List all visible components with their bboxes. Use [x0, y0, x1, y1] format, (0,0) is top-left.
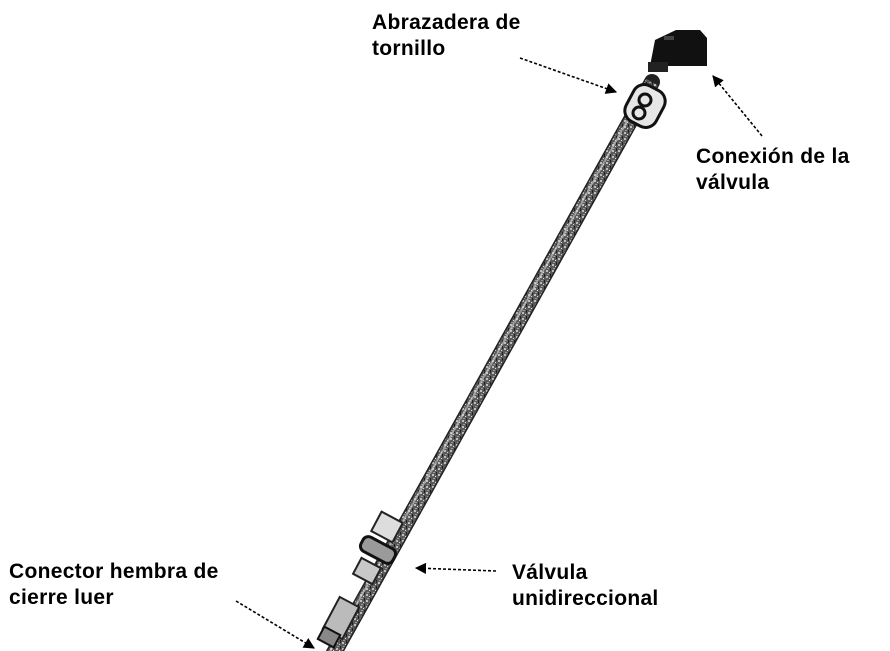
- valve-connection-label: Conexión de la válvula: [696, 144, 850, 196]
- screw-clamp-arrow: [519, 57, 618, 94]
- valve-connection-arrow: [712, 75, 763, 137]
- one-way-valve-arrow: [414, 562, 497, 574]
- valve-connection-label-line1: Conexión de la: [696, 145, 850, 168]
- female-luer-label-line2: cierre luer: [9, 586, 114, 609]
- valve-connection-label-line2: válvula: [696, 171, 770, 194]
- female-luer-arrow: [235, 600, 315, 649]
- screw-clamp-label: Abrazadera de tornillo: [372, 10, 521, 62]
- one-way-valve-label: Válvula unidireccional: [512, 560, 659, 612]
- one-way-valve-label-line1: Válvula: [512, 561, 588, 584]
- female-luer-connector-part: [316, 595, 361, 649]
- screw-clamp-label-line2: tornillo: [372, 37, 446, 60]
- one-way-valve-label-line2: unidireccional: [512, 587, 659, 610]
- screw-clamp-part: [623, 83, 667, 129]
- female-luer-label-line1: Conector hembra de: [9, 560, 219, 583]
- female-luer-label: Conector hembra de cierre luer: [9, 559, 219, 611]
- screw-clamp-label-line1: Abrazadera de: [372, 11, 521, 34]
- one-way-valve-part: [351, 510, 405, 586]
- valve-connection-part: [648, 30, 707, 72]
